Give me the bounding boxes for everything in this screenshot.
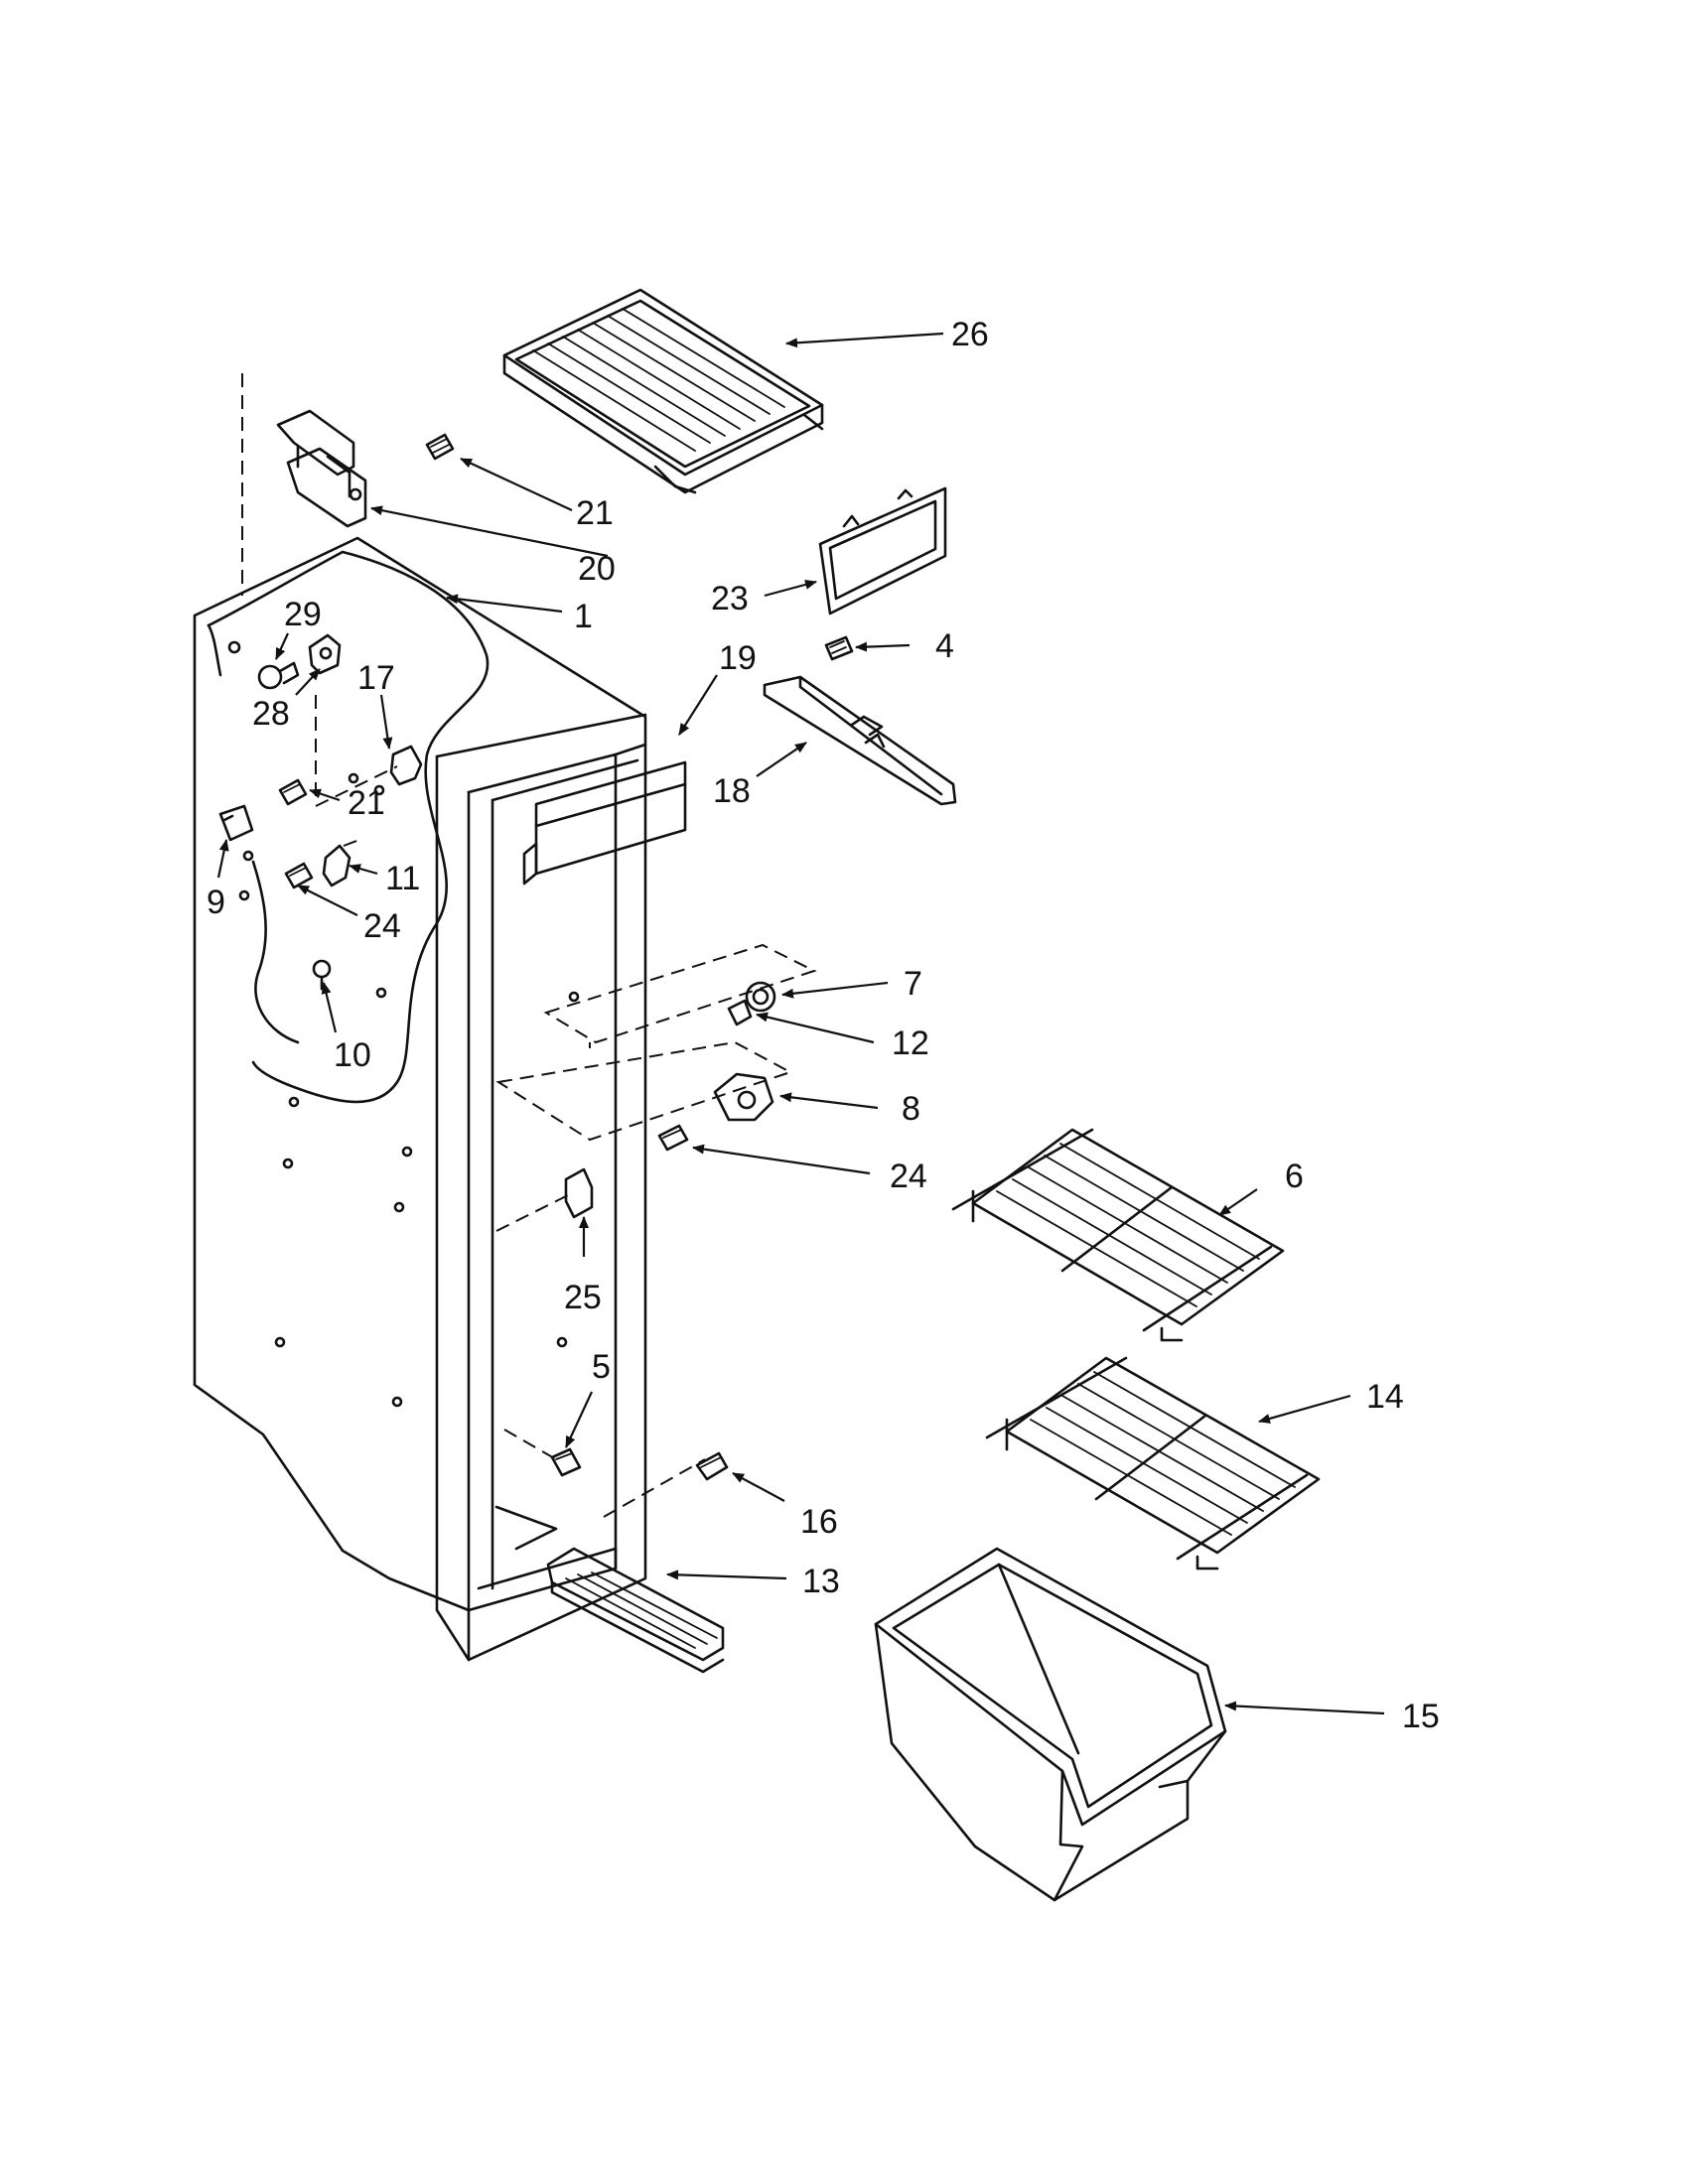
callout-21-mid: 21 (348, 784, 385, 822)
callout-16: 16 (800, 1503, 838, 1541)
callout-7: 7 (904, 965, 922, 1003)
part-12-part (727, 999, 753, 1026)
part-16-screw (695, 1451, 729, 1481)
part-24-screw-mid (657, 1124, 689, 1152)
part-11-part (322, 839, 360, 887)
part-28-socket (308, 633, 342, 675)
callout-17: 17 (357, 659, 395, 697)
part-14-wire-shelf (985, 1356, 1321, 1570)
callout-10: 10 (334, 1036, 371, 1074)
part-25-part (564, 1167, 594, 1219)
callout-6: 6 (1285, 1158, 1304, 1195)
part-6-wire-shelf (951, 1128, 1285, 1342)
callout-24-left: 24 (363, 907, 401, 945)
part-13-kickplate (546, 1547, 725, 1674)
part-10-part (312, 959, 332, 991)
callout-25: 25 (564, 1279, 602, 1316)
callout-5: 5 (592, 1348, 611, 1386)
part-23-shield (818, 486, 947, 615)
part-26-shelf (502, 288, 824, 494)
callout-29: 29 (284, 596, 322, 633)
part-8-part (713, 1072, 774, 1122)
callout-23: 23 (711, 580, 749, 617)
part-21-screw-top (425, 433, 455, 461)
callout-12: 12 (892, 1024, 929, 1062)
leader-lines (216, 332, 1385, 1715)
part-5-screw (550, 1447, 582, 1477)
callout-28: 28 (252, 695, 290, 733)
part-4-screw (824, 635, 854, 661)
part-20-bracket (276, 409, 367, 528)
callout-18: 18 (713, 772, 751, 810)
callout-26: 26 (951, 316, 989, 353)
part-7-part (745, 981, 776, 1013)
part-21-screw-mid (278, 778, 308, 806)
callout-11: 11 (385, 860, 420, 897)
part-17-part (389, 745, 423, 786)
callout-8: 8 (902, 1090, 920, 1128)
callout-24-mid: 24 (890, 1158, 927, 1195)
part-29-bulb (257, 661, 300, 690)
callout-13: 13 (802, 1563, 840, 1600)
callout-20: 20 (578, 550, 616, 588)
part-15-crisper-bin (874, 1547, 1227, 1902)
assembly-lines (495, 943, 817, 1518)
part-18-rail (763, 675, 957, 806)
callout-21-top: 21 (576, 494, 614, 532)
callout-19: 19 (719, 639, 757, 677)
callout-labels: 26 21 20 1 23 4 29 28 17 19 18 21 9 11 2… (207, 316, 1440, 1735)
callout-15: 15 (1402, 1698, 1440, 1735)
callout-4: 4 (935, 627, 954, 665)
part-1-liner (193, 373, 647, 1662)
callout-14: 14 (1366, 1378, 1404, 1416)
part-9-part (218, 804, 254, 842)
part-24-screw-left (284, 862, 314, 889)
callout-1: 1 (574, 598, 593, 635)
part-19-cover (522, 760, 687, 886)
callout-9: 9 (207, 884, 225, 921)
